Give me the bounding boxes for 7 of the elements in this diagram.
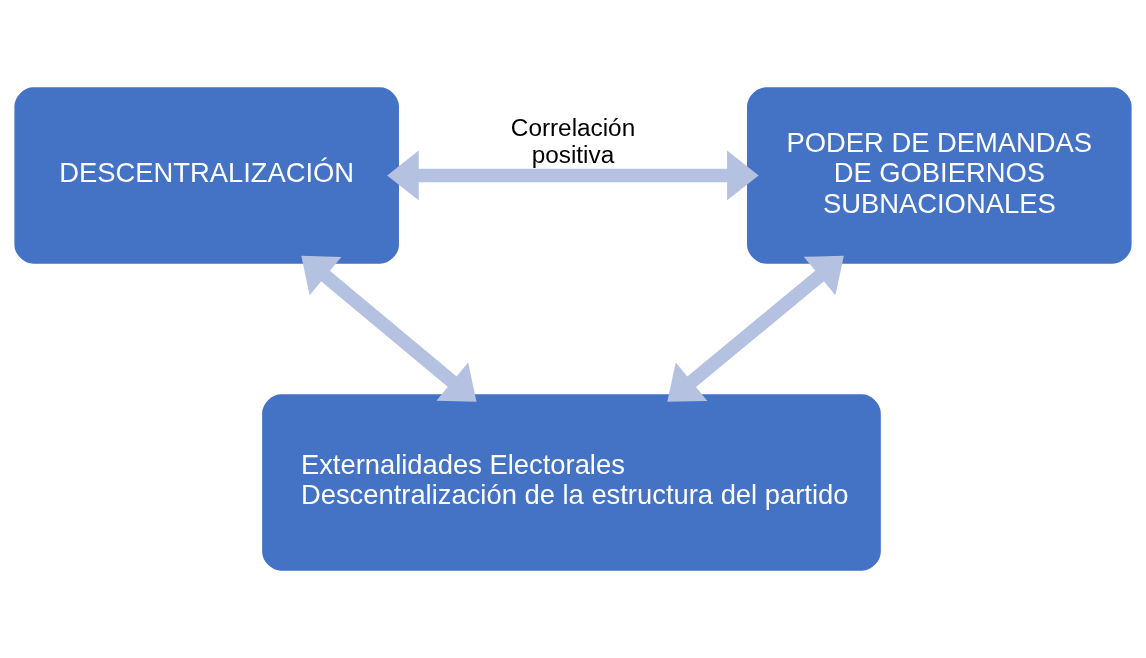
edge-label: Correlación positiva <box>510 113 636 169</box>
node-box: Externalidades Electorales Descentralización de la estructura del partido <box>262 394 881 571</box>
arrow <box>301 255 477 402</box>
node-box: PODER DE DEMANDAS DE GOBIERNOS SUBNACIONALES <box>747 87 1132 264</box>
arrow <box>387 150 759 201</box>
node-box: DESCENTRALIZACIÓN <box>14 87 399 264</box>
arrow <box>667 255 844 402</box>
